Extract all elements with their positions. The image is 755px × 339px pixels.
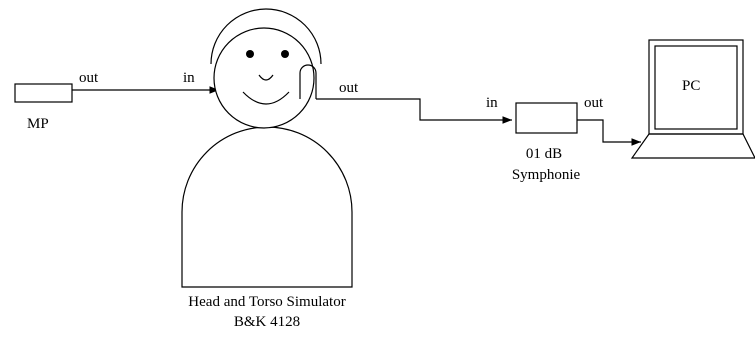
simulator-to-analyzer-line bbox=[316, 98, 512, 124]
symphonie-analyzer: in out 01 dB Symphonie bbox=[486, 95, 604, 183]
right-eye bbox=[281, 50, 289, 58]
head-torso-simulator: in out Head and Torso Simulator B&K 4128 bbox=[181, 8, 359, 330]
analyzer-in-label: in bbox=[486, 95, 498, 111]
analyzer-caption-line1: 01 dB bbox=[526, 146, 562, 162]
analyzer-out-label: out bbox=[584, 95, 604, 111]
ear-microphone bbox=[299, 64, 317, 99]
mp-box bbox=[14, 83, 73, 103]
torso-outline bbox=[181, 126, 353, 288]
left-eye bbox=[246, 50, 254, 58]
simulator-caption-line1: Head and Torso Simulator bbox=[188, 294, 345, 310]
analyzer-to-pc-line bbox=[577, 119, 641, 146]
mp-out-label: out bbox=[79, 70, 99, 86]
pc-screen-inner bbox=[654, 45, 738, 130]
mouth bbox=[242, 91, 290, 105]
nose bbox=[258, 74, 274, 81]
mp-label: MP bbox=[27, 116, 49, 132]
pc-screen-outer bbox=[648, 39, 744, 135]
analyzer-box bbox=[515, 102, 578, 134]
simulator-in-label: in bbox=[183, 70, 195, 86]
analyzer-caption-line2: Symphonie bbox=[512, 167, 581, 183]
simulator-caption-line2: B&K 4128 bbox=[234, 314, 300, 330]
simulator-out-label: out bbox=[339, 80, 359, 96]
pc-laptop: PC bbox=[630, 39, 755, 159]
pc-keyboard bbox=[630, 133, 755, 159]
headphone-band bbox=[210, 8, 322, 65]
pc-label: PC bbox=[682, 78, 700, 94]
head-circle bbox=[213, 27, 315, 129]
mp-device: MP out bbox=[14, 70, 99, 132]
